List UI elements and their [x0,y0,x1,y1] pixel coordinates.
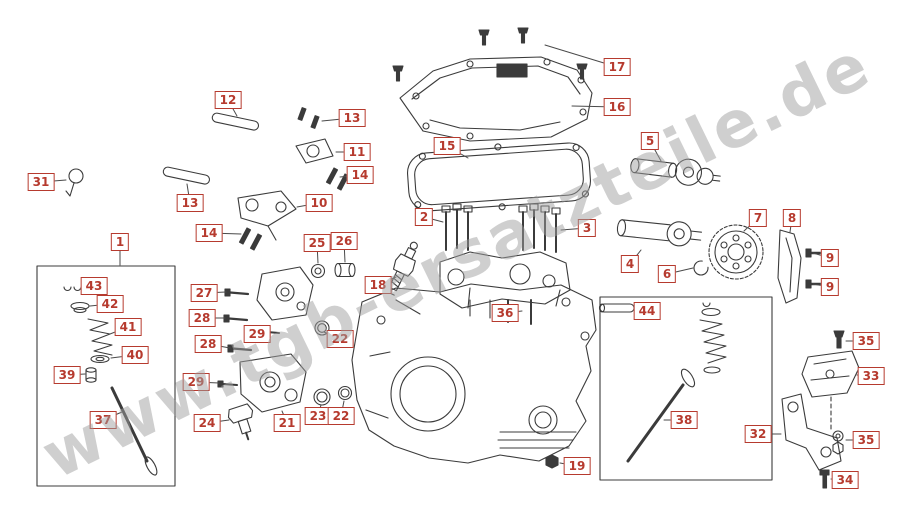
left-valve-parts-art [63,286,158,476]
part-callout-17: 17 [603,58,631,76]
part-callout-37: 37 [89,411,117,429]
head-bolts-right-art [518,203,561,253]
camshaft-upper-art [630,158,721,186]
camshaft-lower-art [616,219,703,247]
part-callout-5: 5 [640,132,660,150]
part-callout-25: 25 [303,234,331,252]
part-callout-8: 8 [782,209,802,227]
valve-cover-art [399,56,593,142]
part-callout-16: 16 [603,98,631,116]
part-callout-26: 26 [330,232,358,250]
part-callout-41: 41 [114,318,142,336]
part-callout-19: 19 [563,457,591,475]
part-callout-42: 42 [96,295,124,313]
cylinder-head-art [351,283,597,464]
spark-plug-art [388,241,418,296]
part-callout-34: 34 [831,471,859,489]
part-callout-22: 22 [327,407,355,425]
part-callout-29: 29 [243,325,271,343]
left-bracket-art [256,266,330,336]
cover-bolts-art [392,27,588,82]
part-callout-21: 21 [273,414,301,432]
part-callout-11: 11 [343,143,371,161]
clip-art [65,168,84,197]
part-callout-22: 22 [326,330,354,348]
part-callout-2: 2 [414,208,434,226]
part-callout-29: 29 [182,373,210,391]
pipe-bracket-art [239,353,353,413]
part-callout-12: 12 [214,91,242,109]
part-callout-14: 14 [195,224,223,242]
part-callout-9: 9 [820,249,840,267]
part-callout-31: 31 [27,173,55,191]
part-callout-44: 44 [633,302,661,320]
part-callout-35: 35 [852,332,880,350]
part-callout-35: 35 [852,431,880,449]
part-callout-33: 33 [857,367,885,385]
circlip-art [693,260,709,276]
part-callout-14: 14 [346,166,374,184]
part-callout-28: 28 [194,335,222,353]
sensor-art [227,403,254,441]
part-callout-1: 1 [110,233,130,251]
part-callout-23: 23 [304,407,332,425]
part-callout-4: 4 [620,255,640,273]
assembly-box-right [599,296,773,481]
part-callout-13: 13 [176,194,204,212]
part-callout-43: 43 [80,277,108,295]
small-cylinders-art [310,262,356,279]
cam-gear-art [708,224,764,280]
rocker-shafts-art [162,107,350,251]
part-callout-7: 7 [748,209,768,227]
part-callout-40: 40 [121,346,149,364]
part-callout-32: 32 [744,425,772,443]
part-callout-9: 9 [820,278,840,296]
part-callout-24: 24 [193,414,221,432]
assembly-box-left [36,265,176,487]
right-mount-art [781,330,860,489]
part-callout-6: 6 [657,265,677,283]
part-callout-28: 28 [188,309,216,327]
gasket-art [406,142,592,212]
part-callout-3: 3 [577,219,597,237]
nut-art [545,454,559,469]
part-callout-13: 13 [338,109,366,127]
part-callout-36: 36 [491,304,519,322]
part-callout-18: 18 [364,276,392,294]
right-valve-parts-art [626,302,727,463]
part-callout-27: 27 [190,284,218,302]
part-callout-39: 39 [53,366,81,384]
head-bolts-left-art [441,203,473,251]
part-callout-15: 15 [433,137,461,155]
dowel-pin-art [598,303,635,313]
tensioner-art [777,229,802,304]
leader-lines [40,44,872,481]
part-callout-38: 38 [670,411,698,429]
part-callout-10: 10 [305,194,333,212]
